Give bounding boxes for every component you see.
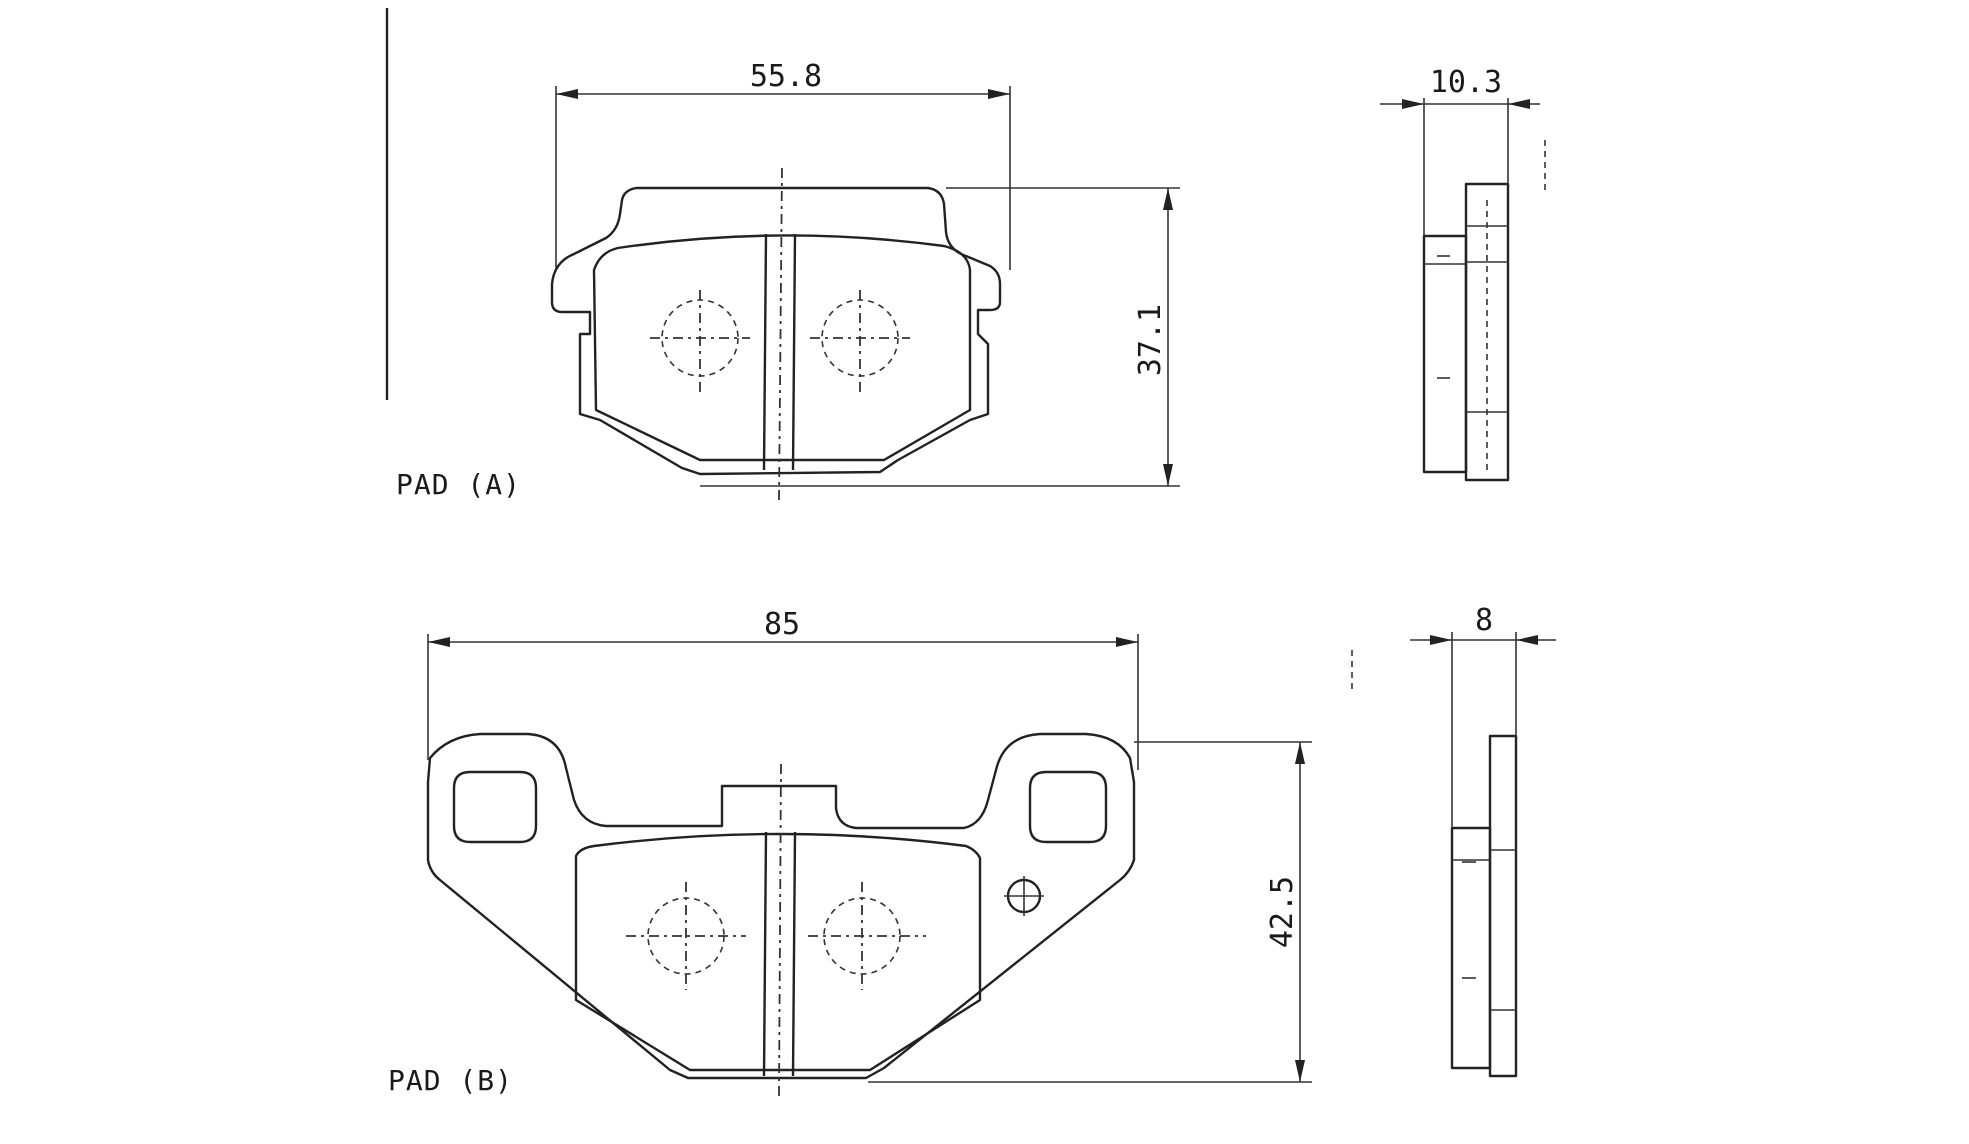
pad-b-friction-pad [574,832,982,1072]
pad-a-width-label: 55.8 [750,59,822,94]
pad-a-height-dimension: 37.1 [700,187,1180,487]
pad-b-slot-right [791,831,797,1077]
pad-a-slot-left [762,233,768,471]
pad-b-side-friction [1450,826,1492,1070]
pad-a-height-label: 37.1 [1133,304,1168,376]
pad-b-height-dimension: 42.5 [868,741,1312,1083]
pad-a-width-dimension: 55.8 [555,59,1011,270]
pad-b-backplate [426,732,1136,1080]
pad-a-thickness-dimension: 10.3 [1380,65,1546,236]
pad-b-label: PAD (B) [388,1064,513,1097]
pad-b-side-backplate [1488,734,1518,1078]
pad-b-lug-right [1028,770,1108,844]
pad-a-label: PAD (A) [396,468,521,501]
pad-b-width-label: 85 [764,607,800,642]
pad-a-centerline [778,167,783,501]
pad-b-front-view [426,732,1136,1097]
pad-a-side-friction [1422,234,1468,474]
pad-a-side-view [1422,182,1510,482]
pad-b-lug-left [452,770,538,844]
pad-a-backplate [550,186,1002,476]
pad-a-friction-pad [592,234,972,462]
pad-b-width-dimension: 85 [427,607,1139,770]
pad-b-slot-left [762,831,768,1077]
pad-a-front-view [550,167,1002,501]
pad-b-side-view [1450,734,1518,1078]
pad-b-thickness-label: 8 [1475,603,1493,638]
pad-a-thickness-label: 10.3 [1430,65,1502,100]
pad-b-thickness-dimension: 8 [1351,603,1556,828]
pad-b-centerline [778,763,782,1097]
pad-a-slot-right [791,233,797,471]
pad-b-height-label: 42.5 [1265,876,1300,948]
